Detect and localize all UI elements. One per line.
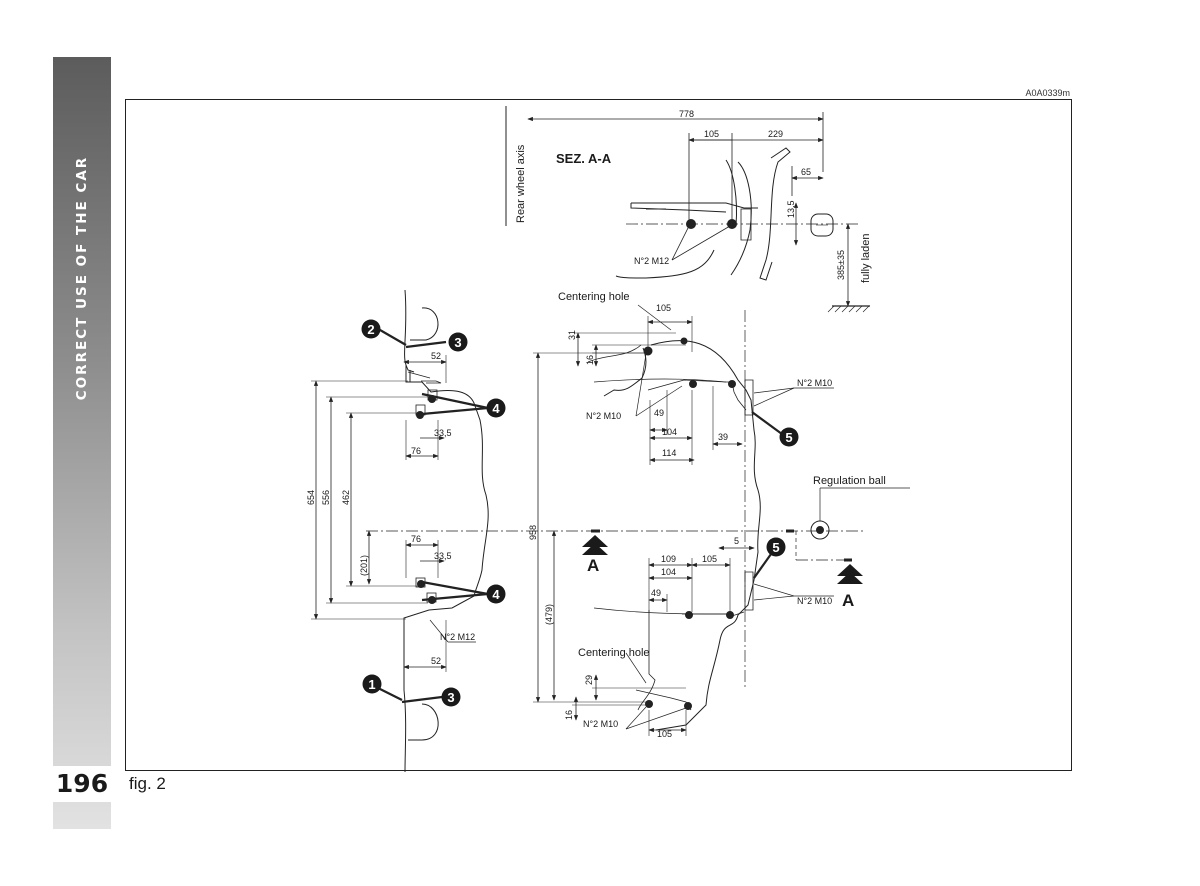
dim-105-mid: 105 (702, 554, 717, 564)
dim-105-top: 105 (704, 129, 719, 139)
bolt-label-m10-lower-right: N°2 M10 (797, 596, 832, 606)
callout-1-circle (362, 674, 382, 694)
dim-33-5-bottom: 33,5 (434, 551, 452, 561)
technical-drawing: 2 3 4 4 1 3 5 5 SEZ. A-A Rear wheel axis… (306, 106, 910, 772)
dim-33-5-top: 33,5 (434, 428, 452, 438)
dim-76-top: 76 (411, 446, 421, 456)
callout-5-circle (766, 537, 786, 557)
dim-556: 556 (321, 490, 331, 505)
bolt-label-m10-lower-left: N°2 M10 (583, 719, 618, 729)
dim-114: 114 (662, 448, 676, 458)
callout-1: 1 (368, 677, 375, 692)
dim-385: 385±35 (836, 250, 846, 280)
bolt-label-m10-upper-left: N°2 M10 (586, 411, 621, 421)
callout-numbers: 2 3 4 4 1 3 5 5 (367, 322, 792, 705)
regulation-ball-label: Regulation ball (813, 475, 886, 487)
dim-462: 462 (341, 490, 351, 505)
callout-5: 5 (785, 430, 792, 445)
callout-3-circle (441, 687, 461, 707)
bolt-label-m12-left: N°2 M12 (440, 632, 475, 642)
dim-65: 65 (801, 167, 811, 177)
dim-958: 958 (528, 525, 538, 540)
callout-5: 5 (772, 540, 779, 555)
section-tab-title: CORRECT USE OF THE CAR (74, 155, 90, 401)
dim-104-bottom: 104 (661, 567, 676, 577)
dim-52-top: 52 (431, 351, 441, 361)
centering-hole-label-top: Centering hole (558, 291, 630, 303)
figure-frame: 2 3 4 4 1 3 5 5 SEZ. A-A Rear wheel axis… (125, 99, 1072, 772)
section-marker-right: A (842, 591, 854, 610)
dim-29: 29 (584, 675, 594, 685)
figure-caption: fig. 2 (129, 774, 166, 793)
callout-leaders (371, 329, 787, 704)
dim-16-top: 16 (585, 355, 595, 365)
dim-39: 39 (718, 432, 728, 442)
dim-31: 31 (567, 330, 577, 340)
dim-104-top: 104 (662, 427, 677, 437)
bolt-label-m12-top: N°2 M12 (634, 256, 669, 266)
right-view (533, 304, 910, 736)
dim-5: 5 (734, 536, 739, 546)
dim-76-bottom: 76 (411, 534, 421, 544)
section-tab-title-wrap: CORRECT USE OF THE CAR (53, 153, 111, 403)
callout-3: 3 (454, 335, 461, 350)
centering-hole-label-bottom: Centering hole (578, 647, 650, 659)
callout-4-circle (486, 584, 506, 604)
dim-52-bottom: 52 (431, 656, 441, 666)
dim-105-bottom: 105 (657, 729, 672, 739)
dim-654: 654 (306, 490, 316, 505)
dim-49-bottom: 49 (651, 588, 661, 598)
fully-laden-label: fully laden (860, 233, 872, 283)
callout-circles (361, 319, 799, 707)
callout-4-circle (486, 398, 506, 418)
dim-105-right-top: 105 (656, 303, 671, 313)
dim-13-5: 13,5 (786, 200, 796, 218)
section-arrows (582, 535, 863, 584)
page-number: 196 (53, 766, 111, 802)
callout-4: 4 (492, 401, 500, 416)
callout-4: 4 (492, 587, 500, 602)
dim-201: (201) (359, 555, 369, 576)
drawing-labels: SEZ. A-A Rear wheel axis fully laden 385… (306, 109, 886, 739)
figure-code: A0A0339m (1025, 88, 1070, 98)
dim-16-bottom: 16 (564, 710, 574, 720)
callout-5-circle (779, 427, 799, 447)
callout-3: 3 (447, 690, 454, 705)
callout-3-circle (448, 332, 468, 352)
bolt-label-m10-upper-right: N°2 M10 (797, 378, 832, 388)
section-title: SEZ. A-A (556, 151, 612, 166)
dim-479: (479) (544, 604, 554, 625)
dim-109: 109 (661, 554, 676, 564)
dim-229: 229 (768, 129, 783, 139)
callout-2-circle (361, 319, 381, 339)
dim-49-top: 49 (654, 408, 664, 418)
section-marker-left: A (587, 556, 599, 575)
section-tab: CORRECT USE OF THE CAR (53, 57, 111, 829)
rear-wheel-axis-label: Rear wheel axis (515, 144, 527, 223)
section-a-a-view (505, 106, 870, 313)
callout-2: 2 (367, 322, 374, 337)
dim-778: 778 (679, 109, 694, 119)
